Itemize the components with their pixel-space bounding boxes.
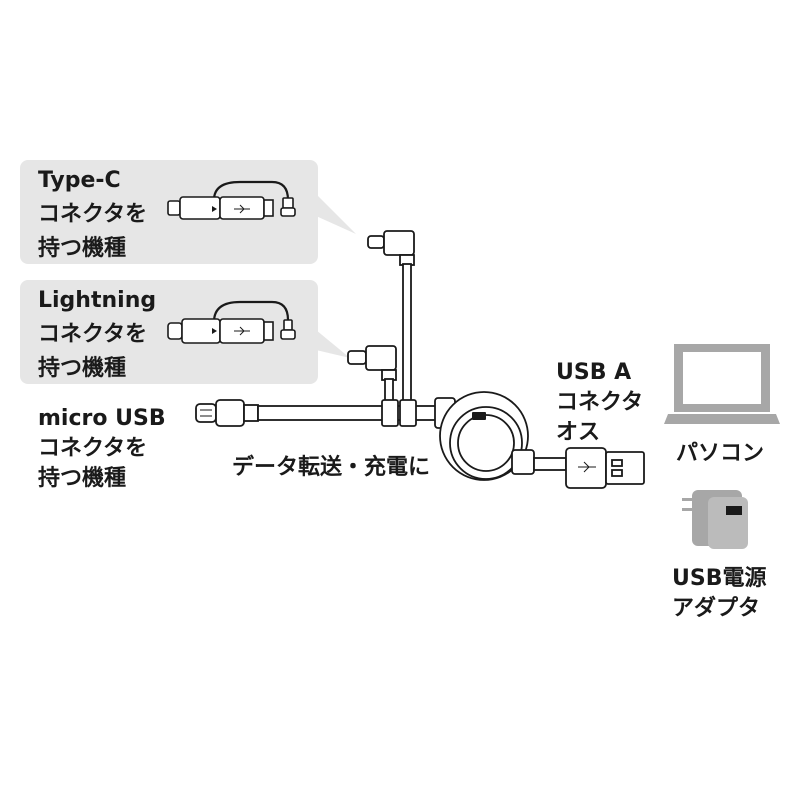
type-c-callout-text: Type-C コネクタを 持つ機種 <box>38 168 148 261</box>
usb-a-label: USB A コネクタ オス <box>556 360 644 445</box>
lightning-adapter-illustration <box>167 300 296 344</box>
splitter-joint <box>381 399 399 427</box>
data-transfer-label: データ転送・充電に <box>232 455 431 480</box>
retractable-reel <box>434 391 535 481</box>
type-c-callout-pointer <box>316 194 356 234</box>
pc-label: パソコン <box>676 441 765 466</box>
type-c-connector <box>367 230 415 266</box>
usb-a-connector <box>565 447 645 489</box>
laptop-icon <box>664 344 780 424</box>
usb-a-cable <box>533 457 567 471</box>
micro-usb-connector <box>195 399 259 427</box>
lightning-callout-pointer <box>316 330 350 358</box>
lightning-callout-text: Lightning コネクタを 持つ機種 <box>38 288 157 381</box>
micro-usb-label: micro USB コネクタを 持つ機種 <box>38 406 166 491</box>
lightning-connector <box>347 345 397 381</box>
splitter-joint <box>399 399 417 427</box>
branch-cables <box>384 263 412 405</box>
type-c-adapter-illustration <box>167 180 296 220</box>
usb-power-adapter-icon <box>682 490 748 549</box>
adapter-label: USB電源 アダプタ <box>672 566 767 621</box>
